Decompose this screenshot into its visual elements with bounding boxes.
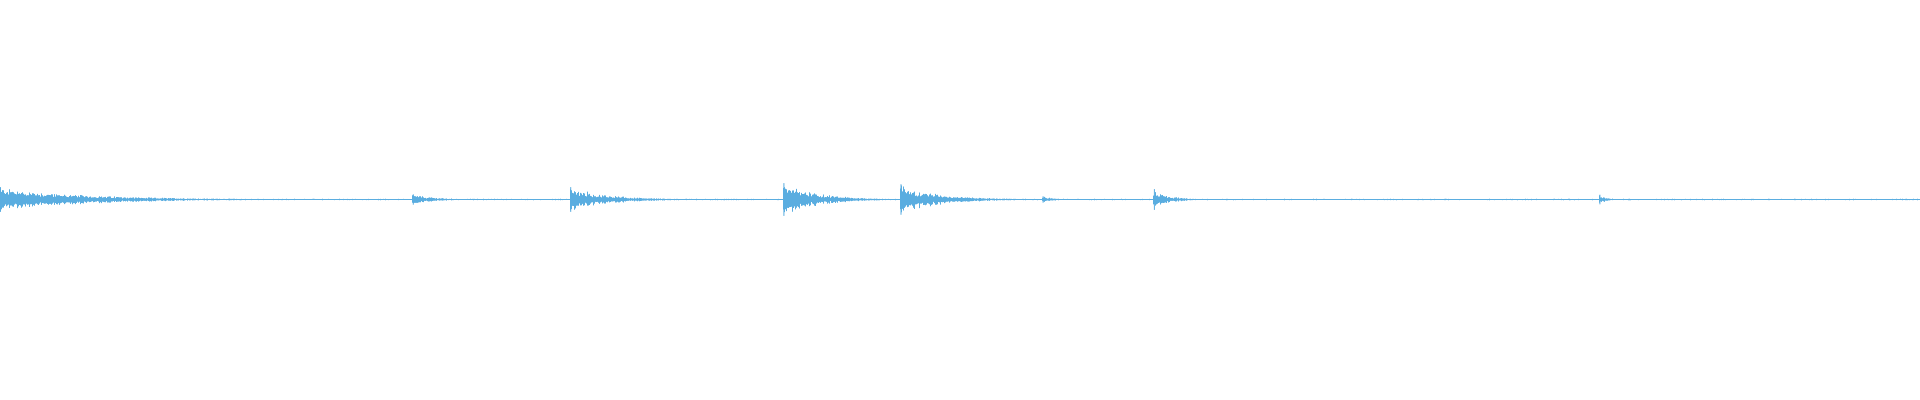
waveform-samples	[0, 183, 1918, 216]
